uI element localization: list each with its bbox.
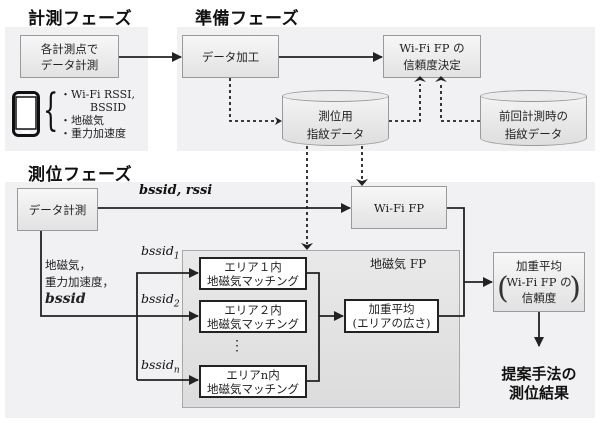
positioning-phase-title: 測位フェーズ xyxy=(28,165,133,185)
measurement-phase-title: 計測フェーズ xyxy=(28,9,133,29)
final-weighted-paren-line2: 信頼度 xyxy=(521,291,557,305)
reliability-paren-group: ( Wi-Fi FP の 信頼度 ) xyxy=(497,271,581,306)
positioning-fingerprint-db-label: 測位用 指紋データ xyxy=(306,109,365,141)
dashed-prevdb-to-reliability xyxy=(440,84,480,122)
bssid-n-label: bssidn xyxy=(141,357,180,376)
area-weighted-average-box: 加重平均 (エリアの広さ) xyxy=(344,299,439,333)
area-collector-line xyxy=(307,272,320,382)
sensor-item-wifi-rssi: ・Wi-Fi RSSI, xyxy=(60,88,135,101)
positioning-fingerprint-db: 測位用 指紋データ xyxy=(282,90,389,146)
sensor-item-geomagnetic: ・地磁気 xyxy=(60,114,104,127)
arrow-measure-to-area2 xyxy=(40,231,199,321)
area-n-matching-box: エリアn内 地磁気マッチング xyxy=(199,365,307,398)
wifi-fp-reliability-box: Wi-Fi FP の 信頼度決定 xyxy=(383,35,481,78)
magnetic-fp-title: 地磁気 FP xyxy=(370,257,427,271)
data-processing-box: データ加工 xyxy=(182,35,279,78)
sensor-list: ・Wi-Fi RSSI, BSSID ・地磁気 ・重力加速度 xyxy=(60,88,135,140)
final-weighted-average-box: 加重平均 ( Wi-Fi FP の 信頼度 ) xyxy=(493,252,585,312)
dashed-db-to-reliability xyxy=(389,84,421,122)
ellipsis: ⋮ xyxy=(230,338,244,354)
bssid-2-label: bssid2 xyxy=(141,291,180,310)
sensor-item-bssid: BSSID xyxy=(90,101,127,114)
side-label-bssid: bssid xyxy=(45,291,86,307)
chevron-up-icon xyxy=(435,76,447,82)
measure-each-point-box: 各計測点で データ計測 xyxy=(20,35,119,78)
side-label: 地磁気， 重力加速度， bssid xyxy=(45,257,114,308)
edge-label-bssid-rssi: bssid, rssi xyxy=(139,183,213,198)
side-label-gravity: 重力加速度， xyxy=(45,275,114,289)
side-label-geomagnetic: 地磁気， xyxy=(45,258,91,272)
chevron-up-icon xyxy=(414,76,426,82)
area-1-matching-box: エリア１内 地磁気マッチング xyxy=(199,257,307,290)
chevron-right-icon xyxy=(275,117,282,125)
final-weighted-paren-line1: Wi-Fi FP の xyxy=(506,275,572,289)
wifi-and-area-merge-line xyxy=(439,207,465,317)
preparation-phase-title: 準備フェーズ xyxy=(195,9,300,29)
chevron-down-icon xyxy=(356,179,368,186)
chevron-down-icon xyxy=(301,243,313,250)
previous-fingerprint-db: 前回計測時の 指紋データ xyxy=(480,90,587,146)
positioning-result: 提案手法の 測位結果 xyxy=(501,365,577,402)
dashed-processing-to-db xyxy=(229,78,280,122)
area-2-matching-box: エリア２内 地磁気マッチング xyxy=(199,300,307,333)
left-curly-brace: { xyxy=(43,85,59,136)
final-weighted-average-title: 加重平均 xyxy=(516,259,562,273)
wifi-fp-box: Wi-Fi FP xyxy=(351,186,447,229)
arrow-to-area1 xyxy=(136,268,199,380)
smartphone-icon xyxy=(12,91,40,137)
data-measure-box: データ計測 xyxy=(17,188,98,231)
bssid-1-label: bssid1 xyxy=(141,243,180,262)
previous-fingerprint-db-label: 前回計測時の 指紋データ xyxy=(499,109,568,141)
sensor-item-gravity-accel: ・重力加速度 xyxy=(60,127,126,140)
